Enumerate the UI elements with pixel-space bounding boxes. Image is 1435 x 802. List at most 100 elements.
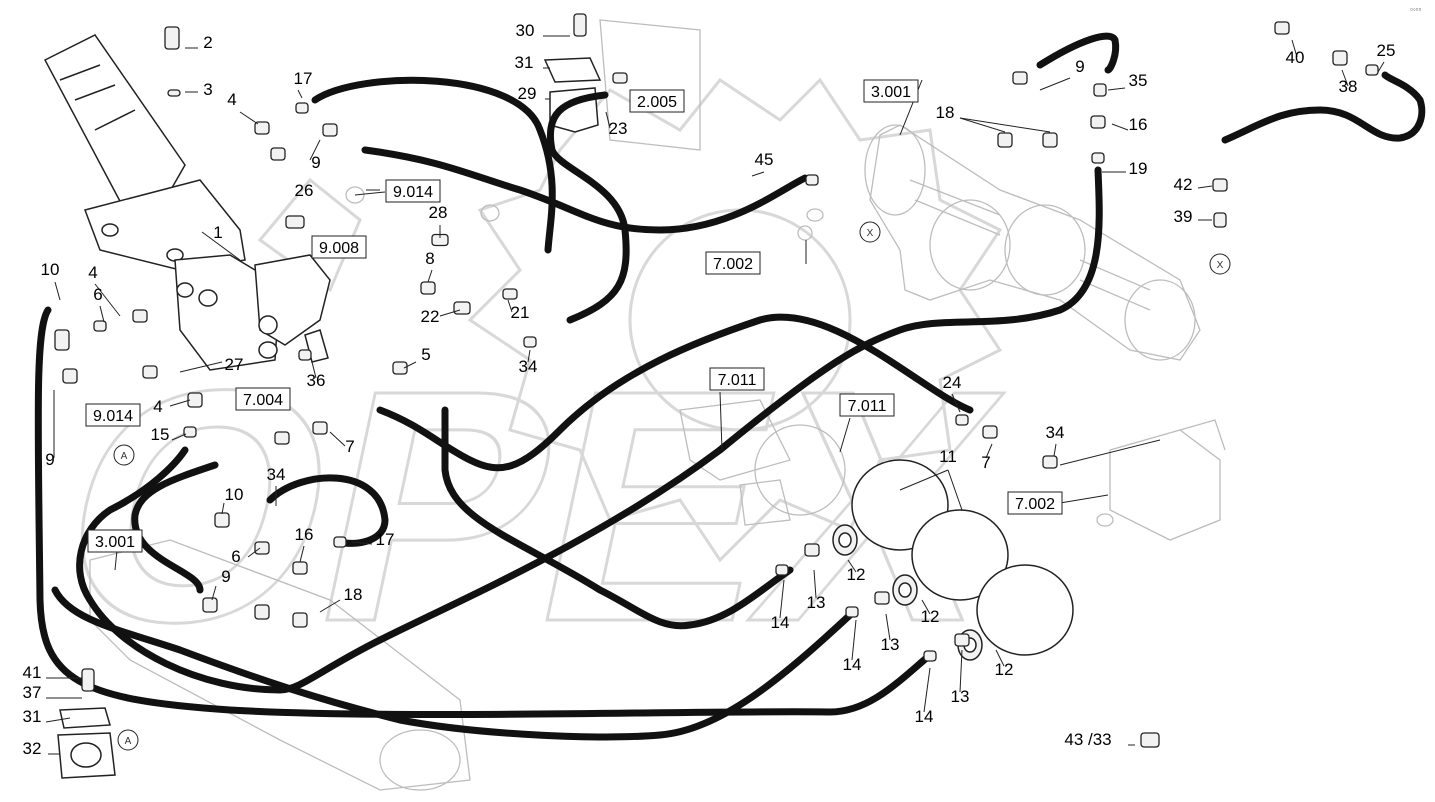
leader-line	[1059, 439, 1161, 466]
leader-line	[309, 139, 321, 161]
small-logo-icon: ▫◦▫▫	[1410, 5, 1422, 14]
faint-fitting-a	[345, 186, 365, 204]
callout-c2: 2	[203, 33, 212, 52]
fitting-42	[1212, 178, 1228, 192]
fitting-36	[298, 349, 312, 361]
callout-c16b: 16	[1129, 115, 1148, 134]
callout-c39: 39	[1174, 207, 1193, 226]
leader-line	[923, 667, 931, 713]
leader-line	[54, 281, 61, 301]
leader-line	[527, 349, 531, 363]
callout-c6a: 6	[93, 285, 102, 304]
callout-c32: 32	[23, 739, 42, 758]
fitting-7a	[312, 421, 328, 435]
marker-label: A	[121, 451, 128, 462]
leader-line	[847, 559, 857, 573]
fitting-22	[453, 301, 471, 315]
fitting-16b	[1090, 115, 1106, 129]
callout-c31b: 31	[23, 707, 42, 726]
callout-c4c: 4	[153, 397, 162, 416]
fitting-39	[1213, 212, 1227, 228]
callout-c21: 21	[511, 303, 530, 322]
callout-c23: 23	[609, 119, 628, 138]
axle-flange-left	[864, 124, 926, 216]
valve-block-top	[599, 19, 701, 151]
callout-c14c: 14	[915, 707, 934, 726]
valve-port-d	[176, 282, 194, 298]
leader-line	[899, 469, 949, 491]
leader-line	[247, 547, 261, 558]
fitting-14a	[775, 564, 789, 576]
leader-line	[1341, 69, 1349, 87]
ref-label: 7.011	[718, 372, 757, 389]
axle-housing	[869, 124, 1201, 361]
faint-fitting-d	[797, 225, 813, 241]
leader-line	[959, 117, 1006, 133]
fitting-5	[392, 361, 408, 375]
fitting-4b	[270, 147, 286, 161]
fitting-23	[612, 72, 628, 84]
leader-line	[751, 171, 765, 177]
leader-line	[211, 585, 217, 601]
marker-label: A	[125, 736, 132, 747]
leader-line	[299, 545, 305, 563]
leader-line	[605, 111, 611, 129]
fitting-9b	[62, 368, 78, 384]
left-actuator-cap	[739, 479, 791, 526]
callout-c11: 11	[939, 447, 957, 466]
callout-c37: 37	[23, 683, 42, 702]
fitting-34a	[523, 336, 537, 348]
leader-line	[94, 283, 121, 317]
fitting-18d	[1042, 132, 1058, 148]
fitting-9c	[202, 597, 218, 613]
fitting-4a	[254, 121, 270, 135]
callout-c15: 15	[151, 425, 170, 444]
bolt-2	[164, 26, 180, 50]
marker-label: X	[867, 228, 874, 239]
lower-frame	[89, 539, 471, 791]
ref-label: 7.011	[848, 398, 887, 415]
callout-c13b: 13	[881, 635, 900, 654]
callout-c16a: 16	[295, 525, 314, 544]
leader-line	[779, 579, 785, 619]
callout-c3: 3	[203, 80, 212, 99]
brake-valve-body	[174, 254, 281, 371]
hose-axle-return	[76, 166, 1103, 694]
ref-box-r7011a: 7.011	[709, 367, 765, 391]
leader-line	[171, 433, 187, 441]
clamp-plate-bottom	[59, 707, 111, 729]
axle-diff-right	[1004, 204, 1086, 296]
fitting-10a	[54, 329, 70, 351]
callout-c1: 1	[213, 223, 222, 242]
lower-frame-wheel	[379, 729, 461, 791]
ref-box-r7002a: 7.002	[705, 251, 761, 275]
callout-c28: 28	[429, 203, 448, 222]
marker-mA1: A	[113, 444, 135, 466]
fitting-14c	[923, 650, 937, 662]
leader-line	[985, 443, 993, 459]
marker-label: X	[1217, 260, 1224, 271]
callout-c5: 5	[421, 345, 430, 364]
valve-port-b	[258, 341, 278, 359]
ref-box-r3001b: 3.001	[87, 529, 143, 553]
axle-diff-left	[929, 199, 1011, 291]
fitting-6b	[254, 541, 270, 555]
bolt-30	[573, 13, 587, 37]
leader-line	[1197, 185, 1213, 189]
fitting-45	[805, 174, 819, 186]
callout-c12c: 12	[995, 660, 1014, 679]
callout-c34c: 34	[1046, 423, 1065, 442]
hose-right-top	[1036, 32, 1120, 74]
fitting-40	[1274, 21, 1290, 35]
fitting-21	[502, 288, 518, 300]
callout-c14a: 14	[771, 613, 790, 632]
marker-mX1: X	[859, 221, 881, 243]
callout-c12b: 12	[921, 607, 940, 626]
callout-c10a: 10	[41, 260, 60, 279]
leader-line	[439, 309, 461, 317]
faint-fitting-c	[806, 208, 824, 222]
hose-upper-s	[361, 146, 809, 234]
